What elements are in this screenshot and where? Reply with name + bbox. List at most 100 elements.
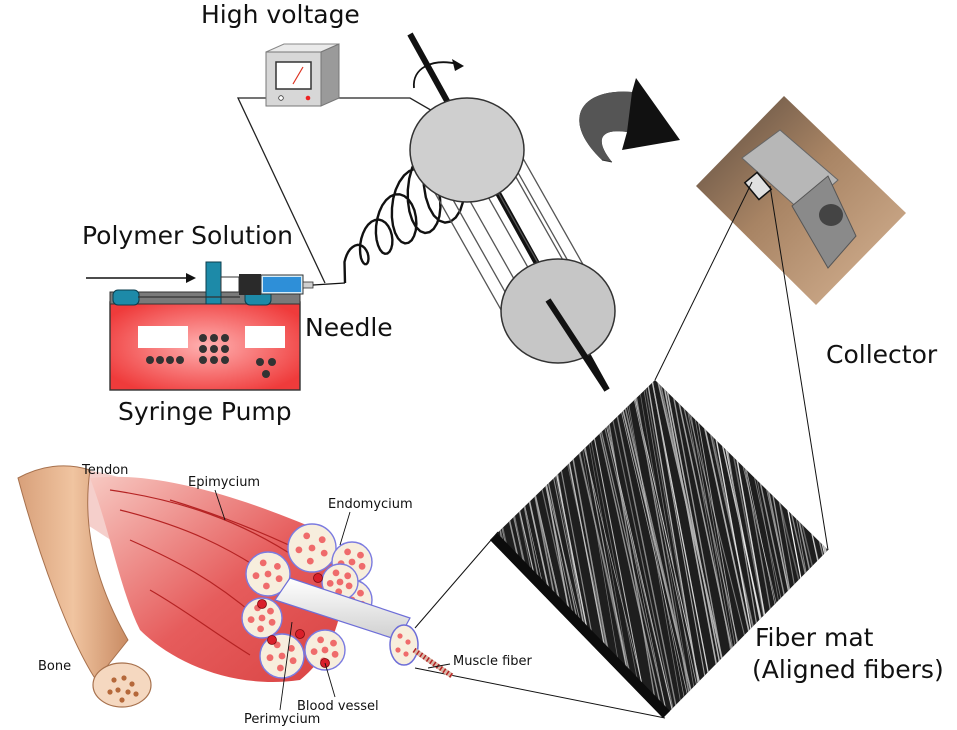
zoom-line [414, 667, 666, 719]
fiber [615, 380, 701, 718]
muscle-belly [90, 476, 343, 682]
pump-button [256, 358, 264, 366]
polymer-solution-label: Polymer Solution [82, 221, 293, 250]
fascicle [321, 563, 359, 601]
bone-marrow-dot [111, 677, 117, 683]
fascicle [241, 597, 283, 639]
fiber [601, 380, 678, 718]
pump-button [146, 356, 154, 364]
pump-key [199, 334, 207, 342]
collector-label: Collector [826, 340, 938, 369]
blood-vessel-dot [257, 599, 267, 609]
blood-vessel-dot [295, 629, 305, 639]
pump-key [210, 356, 218, 364]
zoom-line [769, 185, 829, 551]
bone-label: Bone [38, 659, 71, 674]
bone-marrow-dot [133, 691, 139, 697]
fiber [599, 380, 661, 718]
muscle-fiber-label: Muscle fiber [453, 654, 533, 669]
fiber [640, 380, 702, 718]
pump-key [221, 334, 229, 342]
aligned-fibers-label: (Aligned fibers) [752, 655, 944, 684]
needle-label: Needle [305, 313, 393, 342]
fiber [593, 380, 678, 718]
bone-marrow-dot [121, 675, 127, 681]
tube-cell-dot [397, 633, 403, 639]
fiber [627, 380, 707, 718]
fiber [619, 380, 691, 718]
pump-button [176, 356, 184, 364]
syringe-pump-label: Syringe Pump [118, 397, 292, 426]
fiber [391, 370, 479, 730]
epimycium-label: Epimycium [188, 475, 260, 490]
zoom-line [414, 531, 499, 629]
fiber [398, 370, 469, 730]
muscle-anatomy [17, 465, 454, 708]
fiber [490, 380, 499, 718]
pump-key [199, 356, 207, 364]
fiber [644, 380, 708, 718]
tube-cell-dot [395, 647, 401, 653]
fiber [357, 370, 446, 730]
bone-marrow-dot [129, 681, 135, 687]
bone-marrow-dot [125, 689, 131, 695]
muscle-fiber-strand [412, 647, 454, 679]
fiber [387, 370, 451, 730]
tube-cell-dot [405, 639, 411, 645]
pump-key [210, 334, 218, 342]
bone-marrow-dot [107, 689, 113, 695]
fiber [381, 370, 451, 730]
fiber [404, 370, 478, 730]
pump-button [166, 356, 174, 364]
axle-rotation-icon [413, 61, 459, 89]
fascicle [245, 551, 291, 597]
fiber [622, 380, 686, 718]
fiber [367, 370, 438, 730]
fiber [630, 380, 697, 718]
fiber [490, 380, 502, 718]
syringe-pump [109, 261, 301, 391]
pump-key [210, 345, 218, 353]
zoom-line [654, 181, 753, 381]
fiber [649, 380, 715, 718]
fiber [361, 370, 429, 730]
fiber [596, 380, 671, 718]
fiber [363, 370, 439, 730]
fiber [384, 370, 458, 730]
high-voltage-label: High voltage [201, 0, 360, 29]
collector-photo [696, 96, 906, 305]
pump-key [221, 345, 229, 353]
pump-key [221, 356, 229, 364]
bone-marrow-dot [115, 687, 121, 693]
syringe [138, 274, 314, 298]
fiber [607, 380, 682, 718]
needle [312, 282, 346, 286]
pump-button [268, 358, 276, 366]
fascicle [259, 633, 305, 679]
bone [17, 465, 129, 681]
tube-end [389, 624, 419, 666]
fiber [611, 380, 697, 718]
muscle-fiber-line [109, 489, 301, 561]
perimycium-label: Perimycium [244, 712, 320, 727]
tube-cell-dot [403, 651, 409, 657]
fascicle [287, 523, 337, 573]
pump-button [156, 356, 164, 364]
pump-button [262, 370, 270, 378]
fiber [404, 370, 488, 730]
rotating-drum [407, 32, 616, 392]
tendon-label: Tendon [81, 463, 128, 478]
endomycium-label: Endomycium [328, 497, 413, 512]
drum-rod [421, 169, 514, 332]
blood-vessel-label: Blood vessel [297, 699, 379, 714]
fiber-mat-label: Fiber mat [755, 623, 874, 652]
fiber [374, 370, 454, 730]
leader-lines [214, 489, 451, 711]
muscle-fiber-line [149, 589, 251, 656]
pump-key [199, 345, 207, 353]
fiber [371, 370, 445, 730]
fiber [375, 370, 436, 730]
fiber [490, 380, 504, 718]
muscle-fascicle-tube [274, 577, 411, 641]
